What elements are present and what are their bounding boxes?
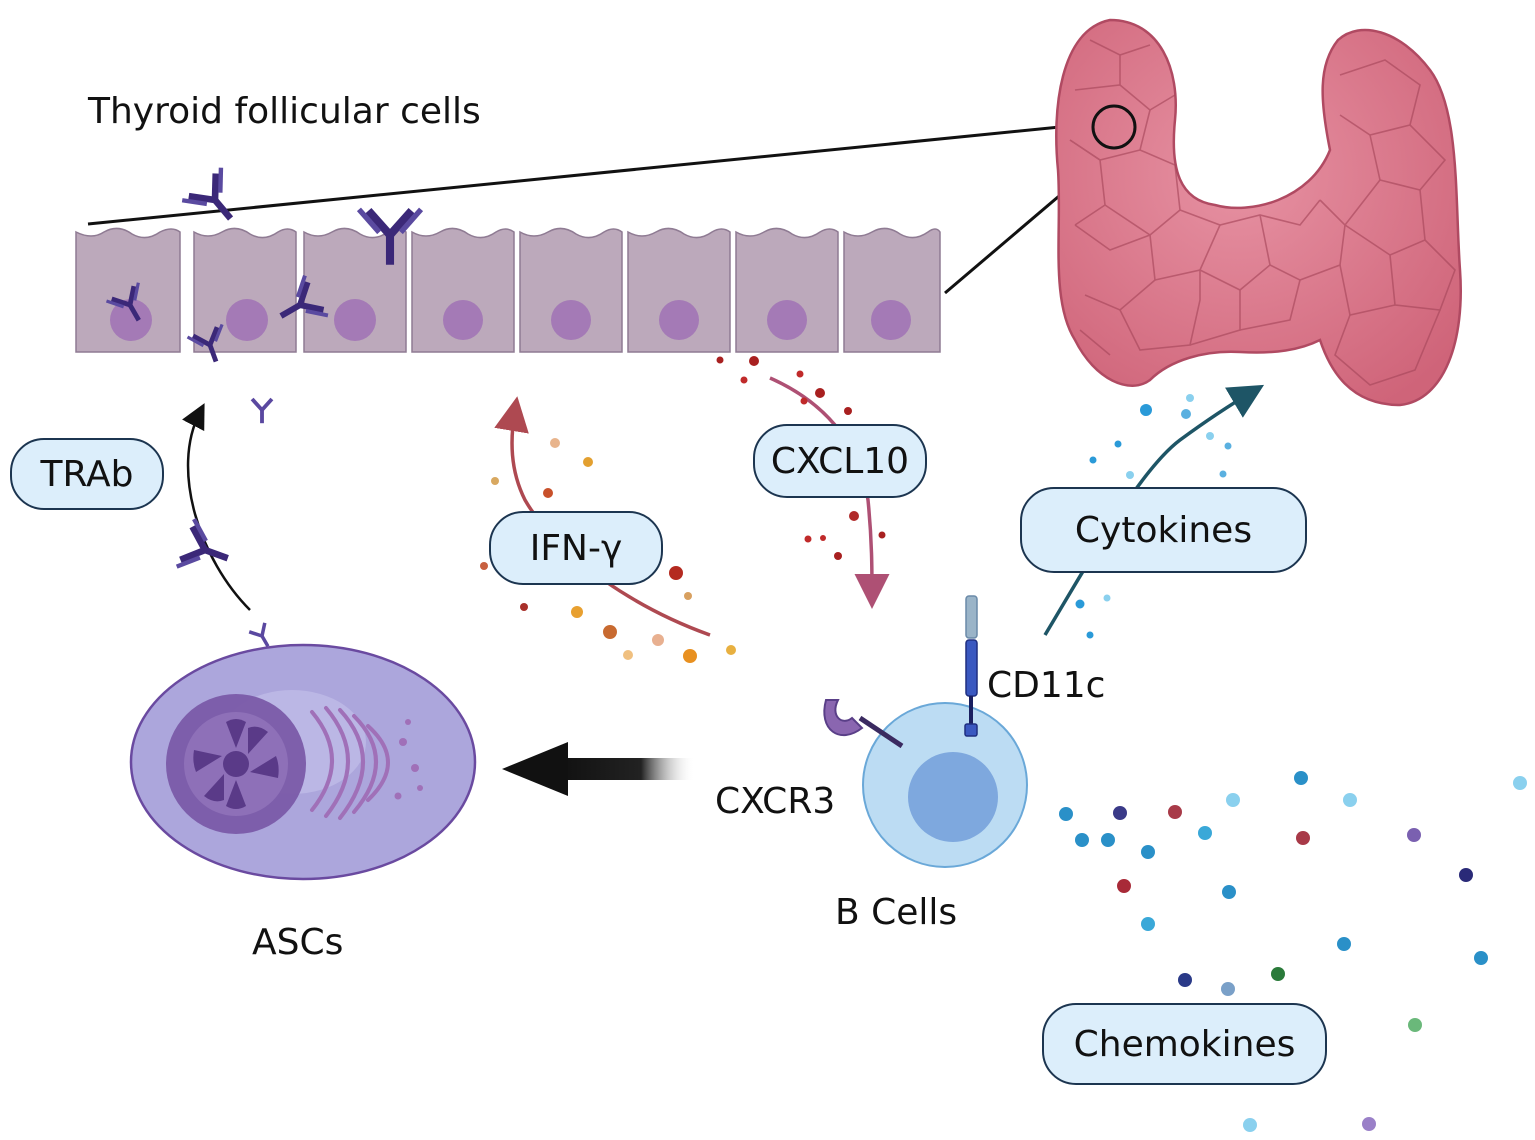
trab-arrow bbox=[177, 403, 278, 653]
zoom-line-top bbox=[87, 121, 1101, 226]
follicular-cell bbox=[843, 227, 941, 353]
cxcl10-pill: CXCL10 bbox=[753, 424, 927, 498]
follicular-cell bbox=[75, 227, 181, 353]
cytokines-arrow bbox=[1043, 384, 1265, 636]
cytokine-particles bbox=[1075, 394, 1232, 639]
ascs-label: ASCs bbox=[252, 922, 344, 963]
chemokine-particles bbox=[1059, 771, 1527, 1132]
cytokines-pill: Cytokines bbox=[1020, 487, 1307, 573]
follicular-cell bbox=[735, 227, 839, 353]
follicular-cell bbox=[411, 227, 515, 353]
ifn-gamma-particles bbox=[480, 438, 736, 663]
asc-cell bbox=[129, 643, 477, 881]
follicular-cell bbox=[193, 227, 297, 353]
zoom-circle bbox=[1091, 104, 1137, 150]
ifn-gamma-pill: IFN-γ bbox=[489, 511, 663, 585]
cd11c-label: CD11c bbox=[987, 665, 1106, 706]
differentiation-arrow bbox=[502, 742, 695, 796]
follicular-cell-row bbox=[75, 227, 941, 353]
cxcr3-receptor bbox=[823, 699, 904, 749]
cd11c-receptor bbox=[964, 595, 978, 737]
b-cells-label: B Cells bbox=[835, 892, 958, 933]
follicular-cell bbox=[519, 227, 623, 353]
cxcl10-particles bbox=[716, 356, 886, 560]
follicular-cell bbox=[627, 227, 731, 353]
thyroid-follicular-cells-label: Thyroid follicular cells bbox=[88, 91, 481, 132]
trab-pill: TRAb bbox=[10, 438, 164, 510]
chemokines-pill: Chemokines bbox=[1042, 1003, 1327, 1085]
thyroid-gland bbox=[1055, 18, 1462, 407]
b-cell bbox=[862, 702, 1028, 868]
cxcr3-label: CXCR3 bbox=[715, 781, 836, 822]
